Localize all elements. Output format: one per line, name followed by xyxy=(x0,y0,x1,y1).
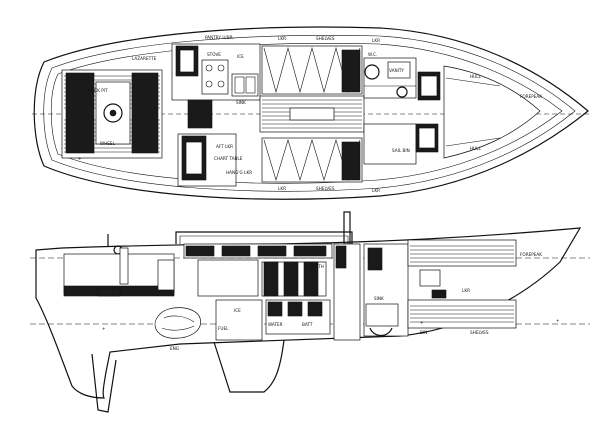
toilet-icon xyxy=(364,64,380,80)
water-label: WATER xyxy=(268,322,283,327)
lkr-top2-label: LKR xyxy=(372,38,380,43)
table xyxy=(289,107,335,121)
stove xyxy=(201,59,229,95)
shelves-top-label: SHELVES xyxy=(316,36,335,41)
fwd-lockers: SAIL BIN xyxy=(363,71,441,165)
sink-profile-label: SINK xyxy=(374,296,384,301)
aft-lkr-label: AFT LKR xyxy=(216,144,233,149)
wheel-label: WHEEL xyxy=(100,141,116,146)
nav-station: CHART TABLE AFT LKR HANG'G LKR xyxy=(177,133,252,187)
plan-deck-line xyxy=(43,35,576,192)
hull-top-label: HULL xyxy=(470,74,482,79)
lkr-top-label: LKR xyxy=(278,36,286,41)
engine: ENG xyxy=(154,307,202,351)
plan-hull-outline xyxy=(33,26,589,200)
lkr-bottom-label: LKR xyxy=(278,186,286,191)
cockpit-label: COCK PIT xyxy=(88,88,108,93)
shelves-bottom-label: SHELVES xyxy=(316,186,335,191)
hanging-lkr-label: HANG'G LKR xyxy=(226,170,252,175)
engine-label: ENG xyxy=(170,346,179,351)
pantry-label: PANTRY U/BR. xyxy=(205,35,234,40)
hull-bottom-label: HULL xyxy=(470,146,482,151)
forepeak-label: FOREPEAK xyxy=(520,94,542,99)
rudder xyxy=(91,353,117,413)
svg-text:+: + xyxy=(102,326,106,331)
keel xyxy=(213,339,285,393)
profile-view: ENG FUEL WATER BATT xyxy=(30,211,590,413)
lkr-bottom2-label: LKR xyxy=(372,188,380,193)
berth-label: BERTH xyxy=(310,264,324,269)
settee-port: LKR SHELVES LKR xyxy=(261,36,380,95)
wheel-icon xyxy=(103,103,123,123)
lkr-profile-label: LKR xyxy=(462,288,470,293)
forward-cabin: BERTH SINK LKR SHELVES BIN FOREPEAK ICE xyxy=(234,239,542,341)
shelves-profile-label: SHELVES xyxy=(470,330,489,335)
sink-label: SINK xyxy=(236,100,246,105)
head: VANITY W.C. xyxy=(363,52,417,99)
profile-cockpit xyxy=(63,247,175,297)
galley: PANTRY U/BR. ICE STOVE SINK xyxy=(171,35,261,129)
plan-view: COCK PIT WHEEL PANTRY U/BR. ICE STOVE SI… xyxy=(32,26,590,200)
fuel-label: FUEL xyxy=(218,326,229,331)
chart-table-label: CHART TABLE xyxy=(214,156,243,161)
batt-label: BATT xyxy=(302,322,313,327)
lazarette-label: LAZARETTE xyxy=(132,56,157,61)
bin-label: BIN xyxy=(420,330,427,335)
ice-profile-label: ICE xyxy=(234,308,241,313)
svg-text:+: + xyxy=(556,318,560,323)
stove-label: STOVE xyxy=(207,52,221,57)
vanity-label: VANITY xyxy=(389,68,404,73)
cockpit: COCK PIT WHEEL xyxy=(61,69,163,159)
wc-label: W.C. xyxy=(368,52,377,57)
forepeak: HULL FOREPEAK HULL xyxy=(443,65,542,159)
forepeak-profile-label: FOREPEAK xyxy=(520,252,542,257)
saloon-profile: FUEL WATER BATT xyxy=(183,243,333,341)
ice-label: ICE xyxy=(237,54,244,59)
saloon-sole xyxy=(259,95,365,133)
mast-step xyxy=(343,211,351,245)
plan-lazarette-mark: + xyxy=(78,156,82,161)
svg-text:+: + xyxy=(420,320,424,325)
settee-starboard: LKR SHELVES LKR xyxy=(261,137,380,193)
sail-bin-label: SAIL BIN xyxy=(392,148,410,153)
sink xyxy=(231,73,259,97)
